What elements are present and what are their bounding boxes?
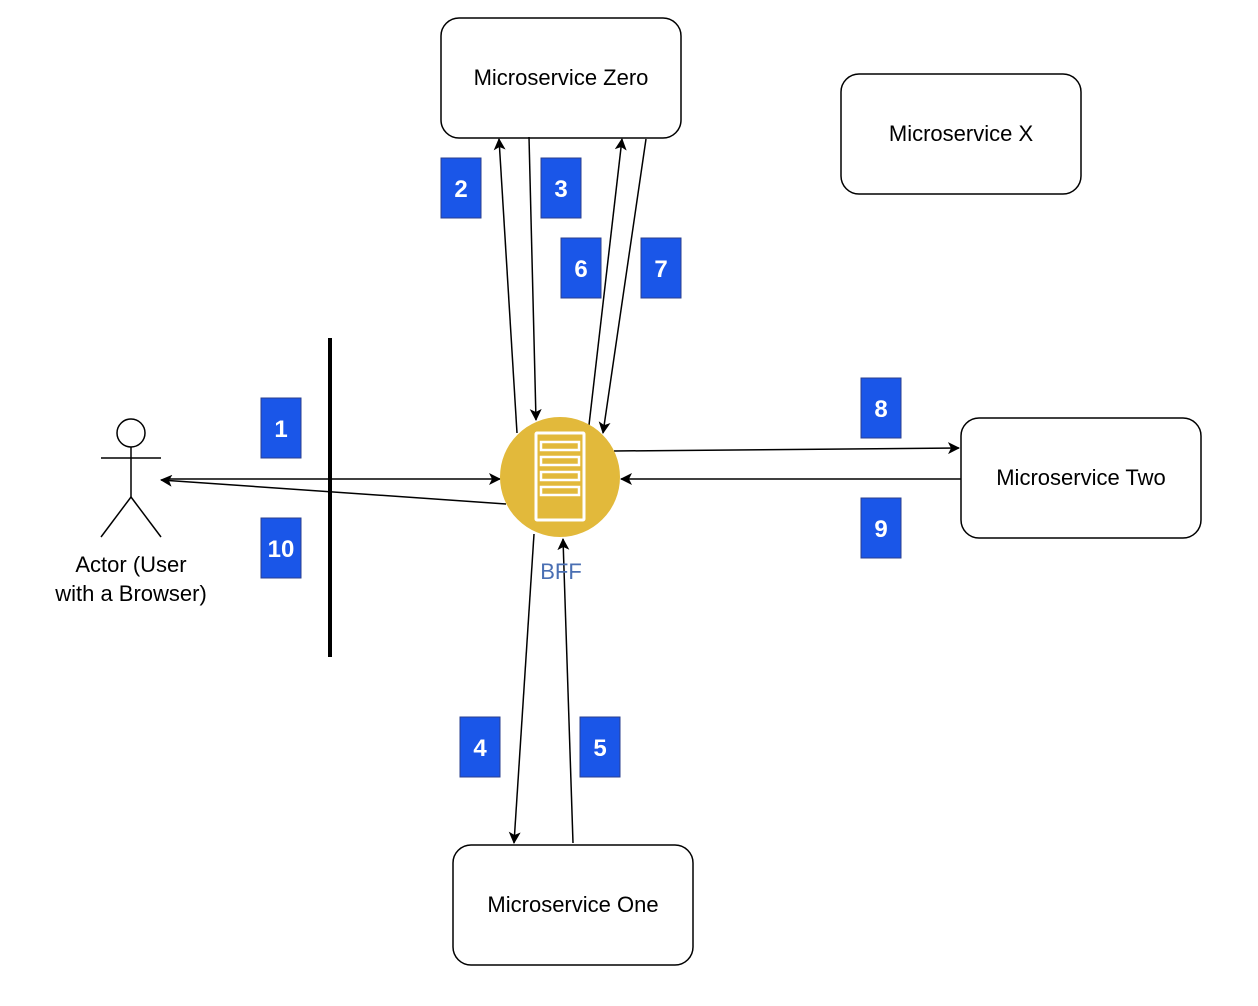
microservice-one-node: Microservice One <box>452 844 694 966</box>
svg-text:9: 9 <box>874 516 887 543</box>
microservice-two-node: Microservice Two <box>960 417 1202 539</box>
step-badge-3: 3 <box>540 157 582 219</box>
bff-label: BFF <box>540 559 582 584</box>
edge-bff-to-two <box>613 442 960 455</box>
step-badge-1: 1 <box>260 397 302 459</box>
edge-one-to-bff <box>557 538 574 844</box>
microservice-zero-node: Microservice Zero <box>440 17 682 139</box>
microservice-x-label: Microservice X <box>889 121 1034 146</box>
step-badge-8: 8 <box>860 377 902 439</box>
step-badge-10: 10 <box>260 517 302 579</box>
edge-zero-to-bff-3 <box>528 136 542 421</box>
edge-bff-to-zero-2 <box>493 138 518 434</box>
bff-circle <box>500 417 620 537</box>
svg-text:5: 5 <box>593 735 606 762</box>
microservice-zero-label: Microservice Zero <box>474 65 649 90</box>
actor-label-line2: with a Browser) <box>54 581 207 606</box>
edge-bff-to-zero-6 <box>588 138 627 426</box>
step-badge-5: 5 <box>579 716 621 778</box>
svg-text:3: 3 <box>554 176 567 203</box>
step-badge-2: 2 <box>440 157 482 219</box>
edge-bff-to-one <box>508 533 535 844</box>
step-badge-6: 6 <box>560 237 602 299</box>
step-badge-4: 4 <box>459 716 501 778</box>
svg-text:1: 1 <box>274 416 287 443</box>
edges <box>160 136 961 844</box>
step-badge-9: 9 <box>860 497 902 559</box>
server-icon <box>534 431 586 522</box>
microservice-one-label: Microservice One <box>487 892 658 917</box>
svg-text:6: 6 <box>574 256 587 283</box>
svg-text:7: 7 <box>654 256 667 283</box>
svg-text:10: 10 <box>268 536 295 563</box>
actor-icon <box>100 418 162 538</box>
step-badges: 1 2 3 4 5 6 7 8 <box>260 157 902 778</box>
step-badge-7: 7 <box>640 237 682 299</box>
svg-text:8: 8 <box>874 396 887 423</box>
edge-zero-to-bff-7 <box>598 138 647 434</box>
svg-text:2: 2 <box>454 176 467 203</box>
edge-bff-to-actor <box>160 474 507 505</box>
svg-text:4: 4 <box>473 735 487 762</box>
microservice-two-label: Microservice Two <box>996 465 1166 490</box>
bff-node: BFF <box>500 417 620 584</box>
microservice-x-node: Microservice X <box>840 73 1082 195</box>
actor-label-line1: Actor (User <box>75 552 186 577</box>
